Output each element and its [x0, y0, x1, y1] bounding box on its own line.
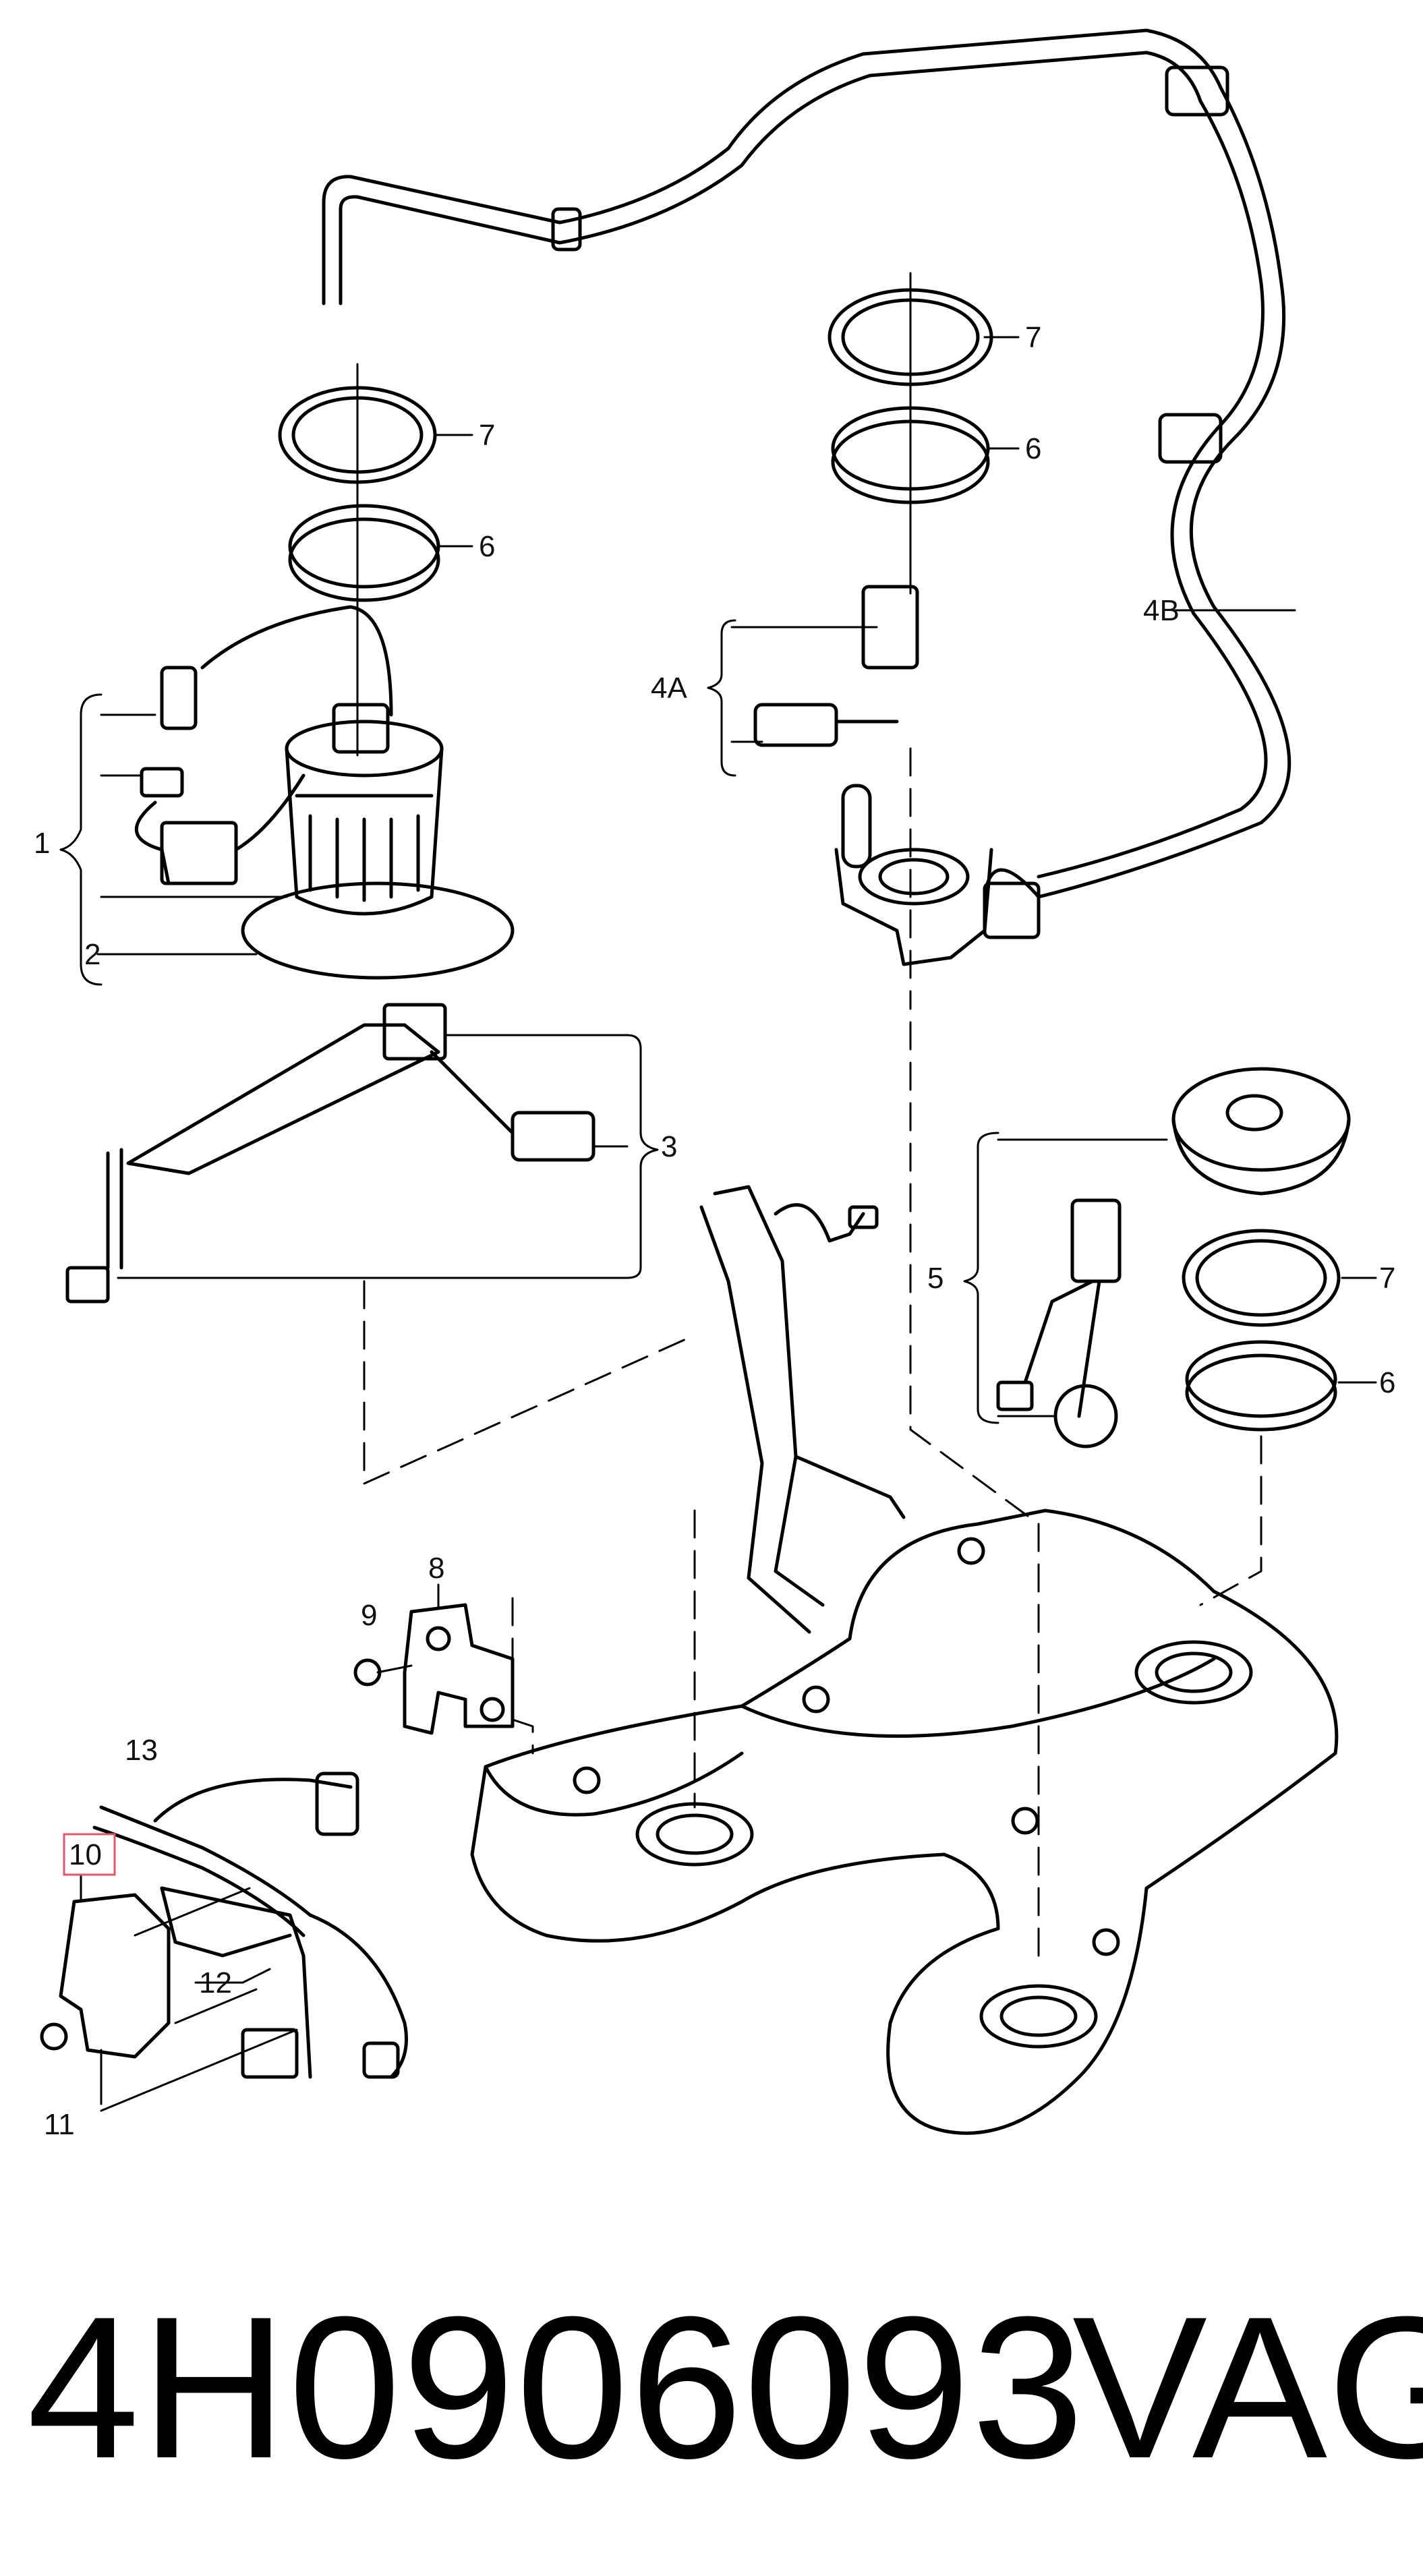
fuel-tank — [363, 990, 1339, 2135]
fuel-pump-left — [59, 363, 515, 986]
callout-6b: 6 — [1025, 432, 1041, 465]
callout-3: 3 — [661, 1130, 677, 1163]
control-unit-10 — [40, 1772, 408, 2112]
fuel-line-4b — [322, 28, 1291, 899]
callout-6c: 6 — [1379, 1366, 1395, 1399]
fuel-level-sender-5 — [963, 1067, 1377, 1606]
callout-2: 2 — [84, 938, 100, 971]
callout-8: 8 — [428, 1552, 444, 1585]
filler-neck — [699, 1185, 906, 1634]
callout-11: 11 — [44, 2108, 75, 2141]
callout-6a: 6 — [479, 530, 495, 563]
part-number: 4H0906093 — [27, 2274, 1086, 2500]
callout-10-highlight: 10 — [63, 1833, 116, 1876]
fuel-level-sender-3 — [65, 1003, 659, 1304]
callout-7a: 7 — [479, 419, 495, 452]
callout-4b: 4B — [1143, 594, 1180, 627]
fuel-system-exploded-diagram: 1 2 3 4A 4B 5 6 6 6 7 7 7 8 9 10 11 12 1… — [34, 28, 1395, 2141]
callout-12: 12 — [199, 1966, 232, 1999]
callout-13: 13 — [125, 1734, 158, 1767]
callout-1: 1 — [34, 827, 50, 860]
callout-9: 9 — [361, 1599, 377, 1632]
callout-4a: 4A — [651, 672, 687, 705]
callout-10: 10 — [69, 1838, 102, 1871]
callout-labels: 1 2 3 4A 4B 5 6 6 6 7 7 7 8 9 10 11 12 1… — [34, 321, 1395, 2141]
brand-label: VAG — [1072, 2274, 1423, 2500]
callout-7c: 7 — [1379, 1262, 1395, 1295]
fuel-pump-right — [707, 272, 1296, 993]
highlight-box — [63, 1833, 116, 1876]
callout-7b: 7 — [1025, 321, 1041, 354]
bracket-8 — [353, 1583, 534, 1755]
callout-5: 5 — [927, 1262, 943, 1295]
